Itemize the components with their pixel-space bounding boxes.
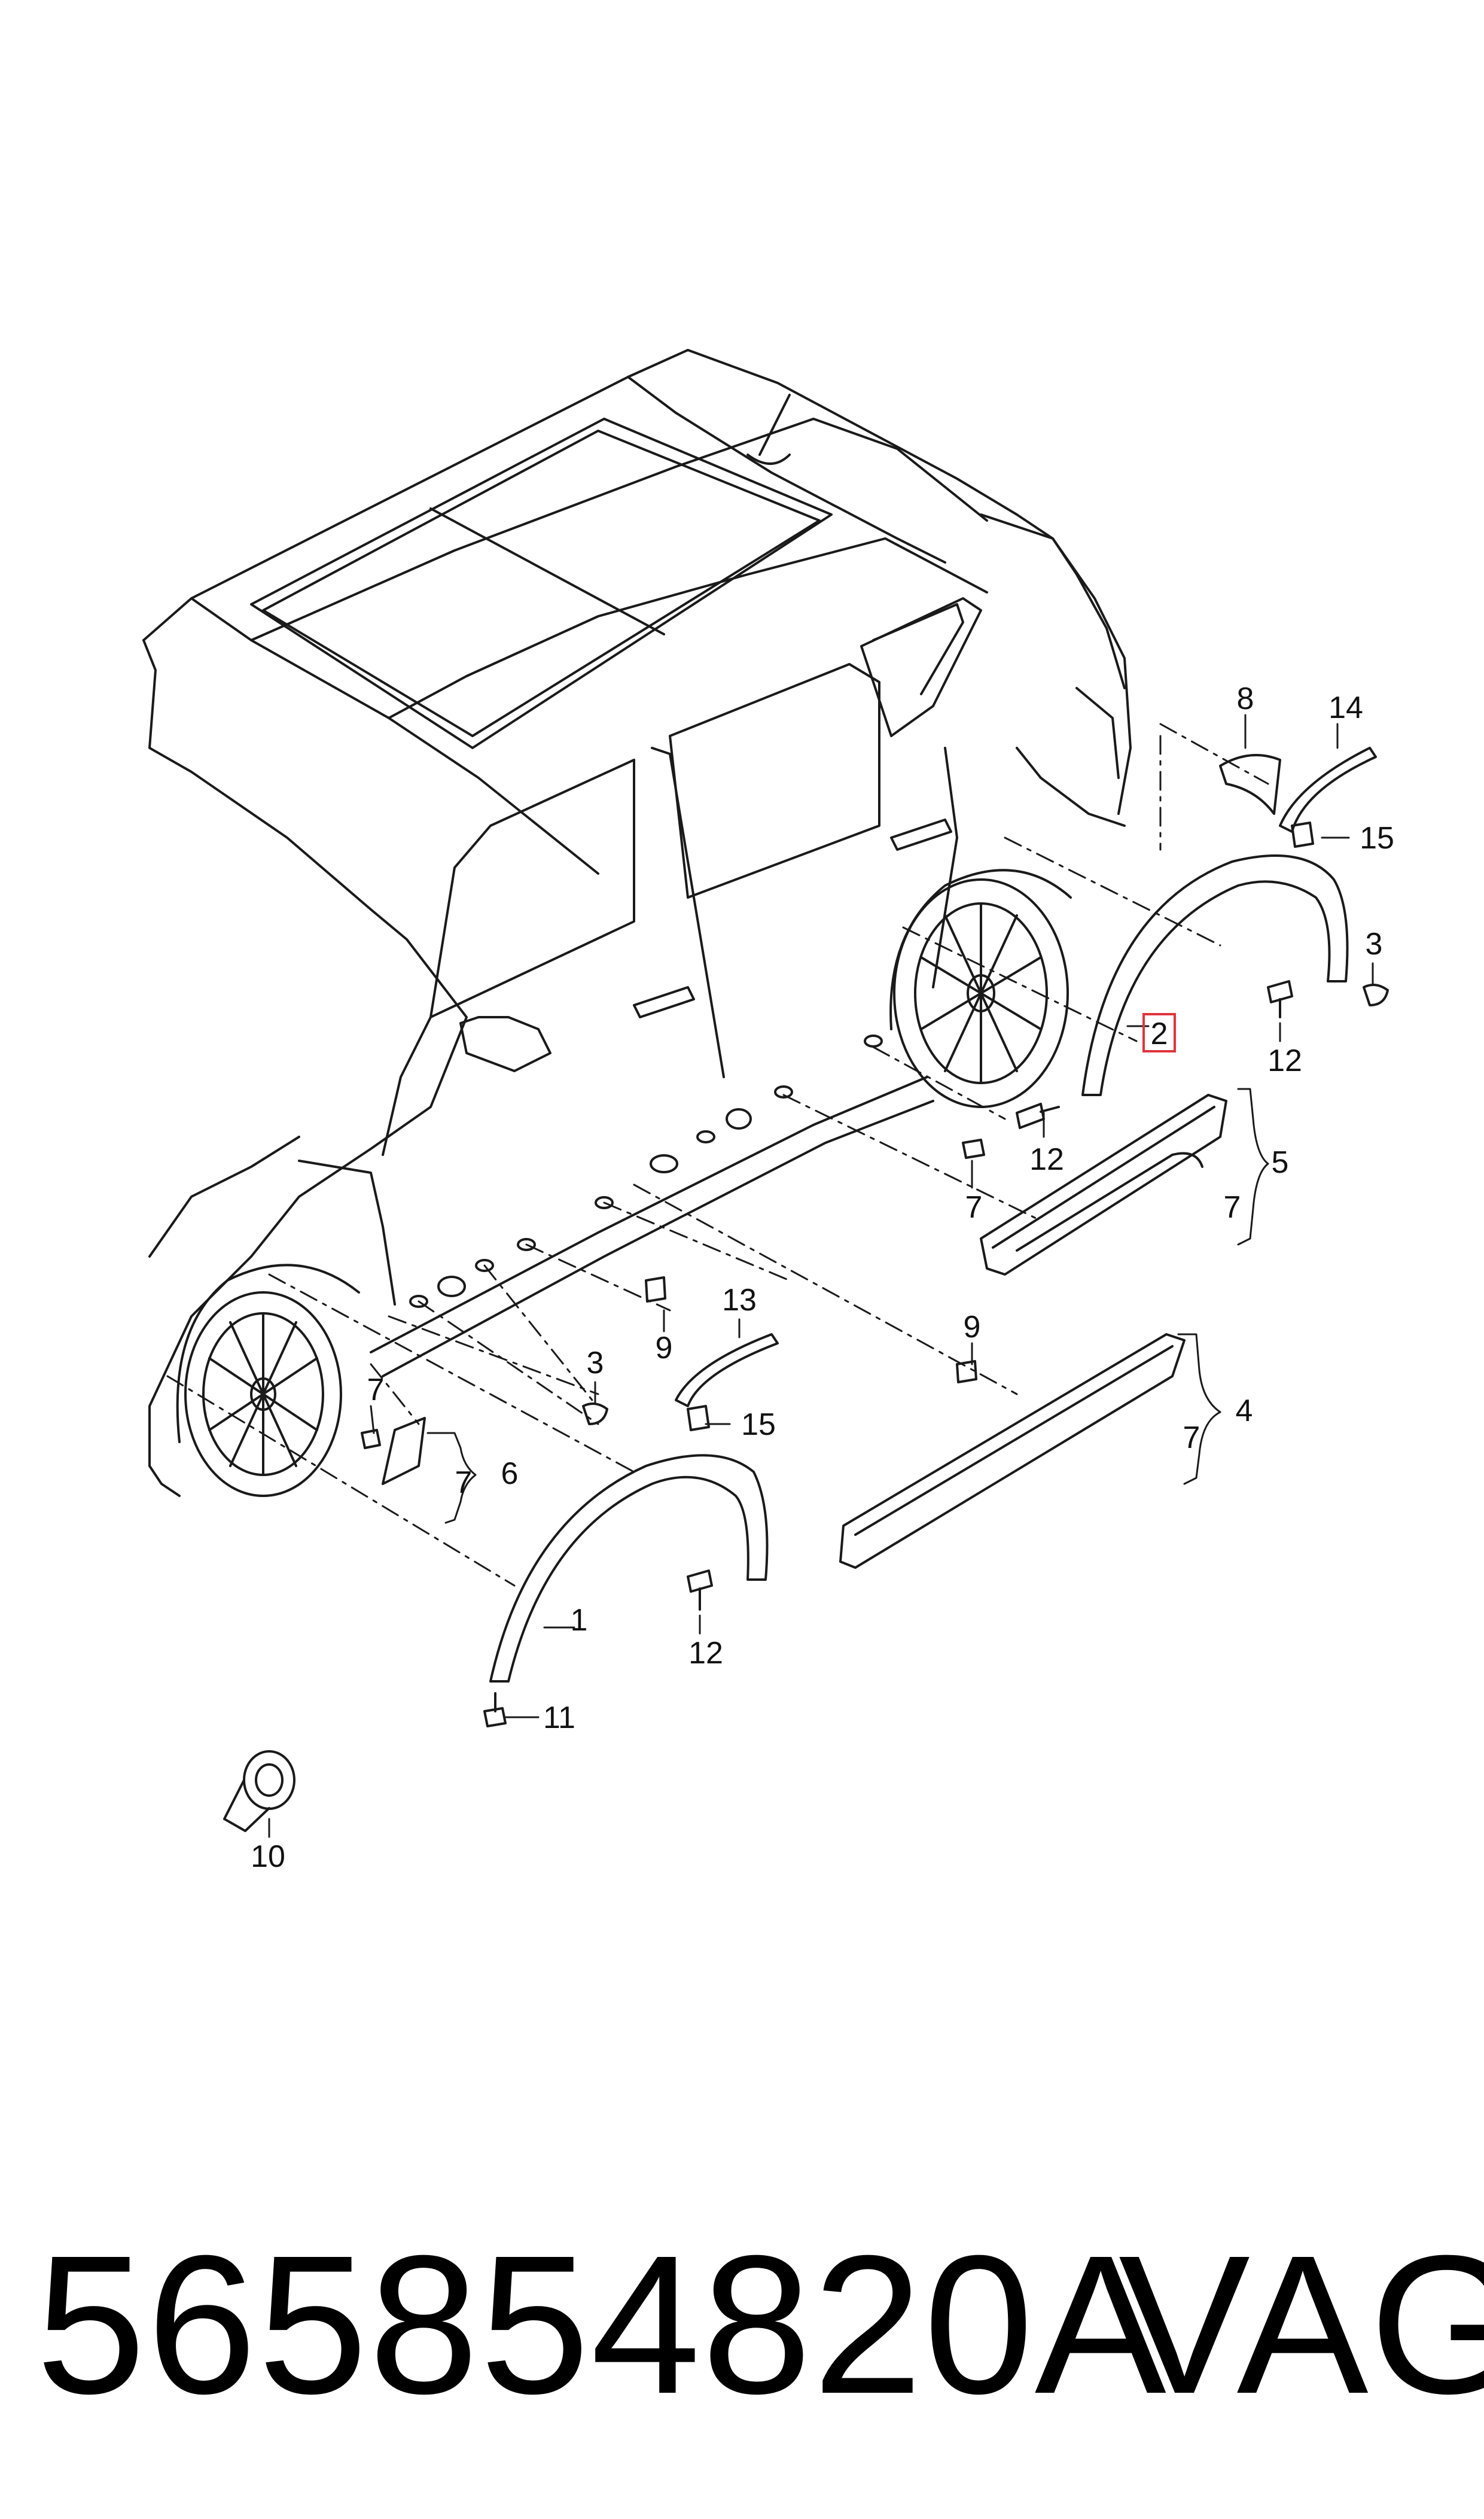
part-5-door-molding [980,1094,1227,1276]
callout-9[interactable]: 9 [964,1310,981,1344]
callout-5[interactable]: 5 [1272,1145,1289,1180]
callout-12[interactable]: 12 [688,1636,723,1671]
callout-3[interactable]: 3 [1366,927,1383,962]
callout-7[interactable]: 7 [455,1465,473,1500]
part-14-strip [1279,747,1377,833]
callout-13[interactable]: 13 [722,1283,757,1318]
callout-9[interactable]: 9 [656,1331,673,1365]
callout-labels: 1 2 3 3 4 5 6 7 7 7 7 7 8 9 9 10 11 12 1… [251,682,1394,1874]
part-8-cap [1219,754,1281,815]
part-4-door-molding [839,1333,1186,1569]
callout-15[interactable]: 15 [1360,821,1394,856]
sill-holes [409,1035,883,1308]
highlight-box-part-2 [1142,1013,1176,1052]
callout-6[interactable]: 6 [501,1456,519,1491]
callout-leaders [268,714,1374,1838]
callout-7[interactable]: 7 [1224,1190,1241,1225]
brand-name: VAG [1119,2214,1484,2435]
parts-diagram: 1 2 3 3 4 5 6 7 7 7 7 7 8 9 9 10 11 12 1… [142,349,1394,1874]
callout-4[interactable]: 4 [1236,1394,1253,1428]
callout-12[interactable]: 12 [1029,1142,1064,1177]
callout-7[interactable]: 7 [965,1190,983,1225]
leader-lines [166,723,1269,1587]
callout-10[interactable]: 10 [251,1839,285,1874]
part-number: 565854820A [36,2214,1168,2435]
callout-8[interactable]: 8 [1237,682,1254,716]
vehicle-outline [142,349,1132,1497]
fasteners [361,822,1389,1727]
callout-12[interactable]: 12 [1267,1044,1302,1078]
part-10-tape-roll [223,1750,295,1832]
callout-1[interactable]: 1 [571,1603,588,1638]
part-2-rear-arch-trim [1081,854,1349,1096]
part-1-front-arch-trim [489,1454,769,1683]
callout-15[interactable]: 15 [741,1407,776,1442]
callout-3[interactable]: 3 [587,1346,604,1380]
callout-2[interactable]: 2 [1151,1017,1168,1051]
callout-7[interactable]: 7 [1183,1420,1200,1455]
callout-11[interactable]: 11 [543,1700,575,1735]
callout-7[interactable]: 7 [367,1373,385,1407]
part-6-flap [382,1417,426,1485]
front-wheel [176,1264,360,1497]
part-13-strip [675,1333,779,1407]
rear-wheel [889,869,1072,1108]
callout-14[interactable]: 14 [1328,690,1363,725]
